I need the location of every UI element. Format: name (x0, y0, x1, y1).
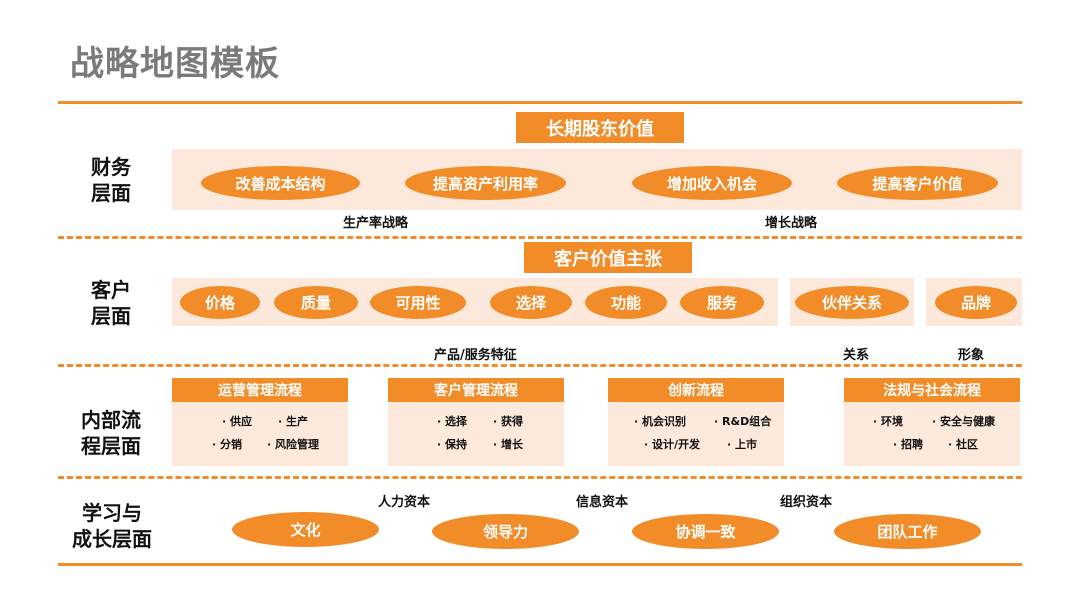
divider-customer-internal (58, 364, 1022, 367)
process-item: · 保持 (437, 438, 468, 451)
information-capital-caption: 信息资本 (576, 495, 629, 510)
learning-pill-culture: 文化 (232, 512, 379, 547)
customer-label-line2: 层面 (91, 304, 131, 328)
page-title: 战略地图模板 (70, 44, 280, 84)
human-capital-caption: 人力资本 (378, 495, 431, 510)
process-item: · 安全与健康 (932, 415, 996, 428)
image-caption: 形象 (958, 348, 985, 363)
growth-strategy-caption: 增长战略 (765, 216, 818, 231)
process-item: · 生产 (278, 415, 309, 428)
process-item: · 获得 (493, 415, 524, 428)
financial-pill-asset-utilization: 提高资产利用率 (405, 166, 566, 200)
learning-label-line2: 成长层面 (72, 527, 152, 551)
learning-pill-teamwork: 团队工作 (834, 514, 981, 549)
process-item: · 选择 (437, 415, 468, 428)
customer-pill-service: 服务 (680, 286, 764, 319)
product-service-attributes-caption: 产品/服务特征 (434, 348, 517, 363)
customer-pill-partnership: 伙伴关系 (795, 286, 909, 319)
divider-internal-learning (58, 476, 1022, 479)
process-item: · 风险管理 (267, 438, 320, 451)
internal-process-layer-label: 内部流 程层面 (70, 407, 152, 459)
customer-pill-availability: 可用性 (370, 286, 466, 319)
internal-label-line2: 程层面 (81, 434, 141, 458)
customer-pill-brand: 品牌 (935, 286, 1017, 319)
customer-pill-quality: 质量 (274, 286, 358, 319)
innovation-process-header: 创新流程 (608, 378, 784, 402)
process-item: · 社区 (948, 438, 979, 451)
process-item: · 机会识别 (634, 415, 687, 428)
process-item: · 分销 (212, 438, 243, 451)
customer-pill-selection: 选择 (490, 286, 572, 319)
process-item: · 环境 (873, 415, 904, 428)
financial-layer-label: 财务 层面 (78, 154, 144, 206)
financial-label-line1: 财务 (91, 155, 131, 179)
learning-growth-layer-label: 学习与 成长层面 (66, 500, 158, 552)
financial-pill-cost-structure: 改善成本结构 (201, 166, 360, 200)
operations-process-header: 运营管理流程 (172, 378, 348, 402)
process-item: · 设计/开发 (644, 438, 701, 451)
customer-panel-product (172, 278, 778, 326)
top-divider (58, 101, 1022, 104)
financial-label-line2: 层面 (91, 181, 131, 205)
customer-management-process-header: 客户管理流程 (388, 378, 564, 402)
learning-pill-leadership: 领导力 (432, 514, 579, 549)
divider-financial-customer (58, 236, 1022, 239)
learning-pill-alignment: 协调一致 (632, 514, 779, 549)
customer-value-proposition-banner: 客户价值主张 (524, 242, 692, 273)
regulatory-social-process-header: 法规与社会流程 (844, 378, 1020, 402)
long-term-shareholder-value-banner: 长期股东价值 (516, 112, 684, 143)
organization-capital-caption: 组织资本 (780, 495, 833, 510)
customer-pill-price: 价格 (180, 286, 260, 319)
customer-layer-label: 客户 层面 (78, 277, 144, 329)
process-item: · 供应 (222, 415, 253, 428)
process-item: · 上市 (727, 438, 758, 451)
customer-label-line1: 客户 (91, 278, 131, 302)
process-item: · R&D组合 (714, 415, 772, 428)
relationship-caption: 关系 (843, 348, 870, 363)
customer-pill-function: 功能 (585, 286, 667, 319)
process-item: · 招聘 (893, 438, 924, 451)
financial-pill-revenue-opportunity: 增加收入机会 (632, 166, 792, 200)
bottom-divider (58, 563, 1022, 566)
learning-label-line1: 学习与 (82, 501, 142, 525)
internal-label-line1: 内部流 (81, 408, 141, 432)
financial-pill-customer-value: 提高客户价值 (837, 166, 998, 200)
process-item: · 增长 (493, 438, 524, 451)
productivity-strategy-caption: 生产率战略 (343, 216, 409, 231)
